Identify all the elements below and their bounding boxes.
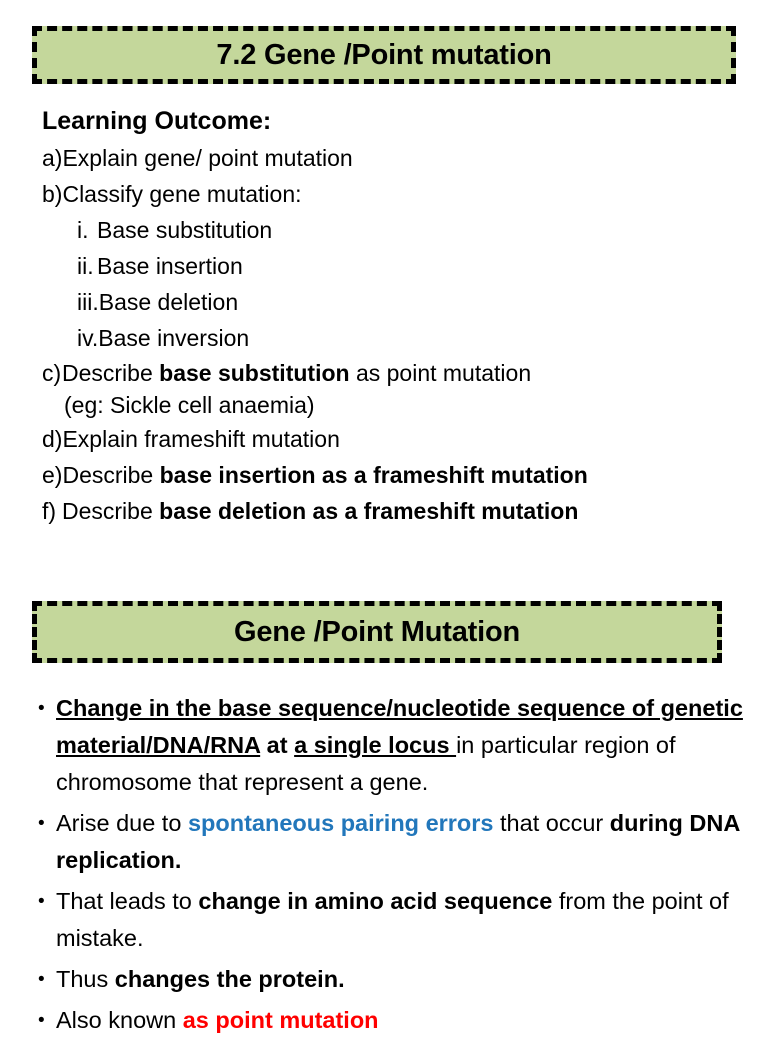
list-marker: b) xyxy=(42,181,63,207)
list-item-label: Base deletion xyxy=(98,289,239,315)
list-item-b: b)Classify gene mutation: xyxy=(42,176,742,212)
text-run: at xyxy=(260,732,295,758)
list-item-c: c) Describe base substitution as point m… xyxy=(42,356,742,390)
list-item: • Also known as point mutation xyxy=(38,1002,744,1039)
list-item-f: f) Describe base deletion as a frameshif… xyxy=(42,493,742,529)
bullet-point-icon: • xyxy=(38,1010,45,1031)
list-item-text-amino-acid-change: That leads to change in amino acid seque… xyxy=(56,883,744,957)
text-run: Arise due to xyxy=(56,810,188,836)
list-item-c-continuation: (eg: Sickle cell anaemia) xyxy=(64,392,315,418)
list-item-c-text: Describe base substitution as point muta… xyxy=(62,356,531,390)
list-item-d-text: Explain frameshift mutation xyxy=(62,426,340,452)
learning-outcome-heading: Learning Outcome: xyxy=(42,107,272,135)
text-run: from the point of mistake. xyxy=(56,888,729,951)
list-item-e-text: Describe base insertion as a frameshift … xyxy=(62,457,587,493)
list-item-label: Classify gene mutation: xyxy=(62,181,302,207)
list-item-text-arise-due-to: Arise due to spontaneous pairing errors … xyxy=(56,805,744,879)
list-marker-d: d) xyxy=(42,426,63,452)
text-run: changes the protein. xyxy=(114,966,345,992)
text-run: Change in the base sequence/nucleotide s… xyxy=(56,695,743,758)
list-item-text-changes-protein: Thus changes the protein. xyxy=(56,961,744,998)
text-run: a single locus xyxy=(294,732,457,758)
list-item-label: Base inversion xyxy=(98,325,250,351)
list-item-i: i. Base substitution xyxy=(42,212,742,248)
list-item-c-bold: base substitution xyxy=(159,360,350,386)
list-item-e-bold: base insertion as a frameshift mutation xyxy=(159,462,588,488)
list-item-ii: ii. Base insertion xyxy=(42,248,742,284)
bullet-point-icon: • xyxy=(38,698,45,719)
list-item-label: Base insertion xyxy=(97,253,243,279)
list-marker: iv. xyxy=(77,325,99,351)
text-run: That leads to xyxy=(56,888,199,914)
list-marker-f: f) xyxy=(42,498,57,524)
list-item-label: Explain gene/ point mutation xyxy=(62,145,353,171)
list-item: • Change in the base sequence/nucleotide … xyxy=(38,690,744,801)
list-item-label: Base substitution xyxy=(97,217,273,243)
list-item-text-definition: Change in the base sequence/nucleotide s… xyxy=(56,690,744,801)
page-title: 7.2 Gene /Point mutation xyxy=(216,38,552,71)
text-run: Thus xyxy=(56,966,115,992)
text-run: change in amino acid sequence xyxy=(198,888,553,914)
list-marker-c: c) xyxy=(42,360,62,386)
list-item-f-text: Describe base deletion as a frameshift m… xyxy=(62,493,578,529)
list-item-iv: iv. Base inversion xyxy=(42,320,742,356)
list-item-c-pre: Describe xyxy=(62,360,160,386)
list-marker: i. xyxy=(77,217,89,243)
list-item: • Thus changes the protein. xyxy=(38,961,744,998)
list-item-f-pre: Describe xyxy=(62,498,160,524)
list-item: • That leads to change in amino acid sequ… xyxy=(38,883,744,957)
list-item-iii: iii. Base deletion xyxy=(42,284,742,320)
list-item-e: e) Describe base insertion as a frameshi… xyxy=(42,457,742,493)
list-item-a: a)Explain gene/ point mutation xyxy=(42,140,742,176)
list-item-c-post: as point mutation xyxy=(349,360,532,386)
list-item-f-bold: base deletion as a frameshift mutation xyxy=(159,498,579,524)
list-item-d: d) Explain frameshift mutation xyxy=(42,421,742,457)
learning-outcome-section: Learning Outcome: a)Explain gene/ point … xyxy=(42,104,742,529)
section-title: Gene /Point Mutation xyxy=(234,615,520,648)
list-item-e-pre: Describe xyxy=(62,462,160,488)
list-marker: iii. xyxy=(77,289,99,315)
gene-mutation-bullet-list: • Change in the base sequence/nucleotide … xyxy=(38,690,744,1043)
slide-title-banner-bottom: Gene /Point Mutation xyxy=(32,601,722,663)
list-marker: ii. xyxy=(77,253,94,279)
text-run: as point mutation xyxy=(182,1007,379,1033)
text-run: that occur xyxy=(493,810,610,836)
list-marker-e: e) xyxy=(42,462,63,488)
text-run: in particular region of chromosome that … xyxy=(56,732,676,795)
list-item: • Arise due to spontaneous pairing errors… xyxy=(38,805,744,879)
text-run: Also known xyxy=(56,1007,183,1033)
bullet-point-icon: • xyxy=(38,969,45,990)
text-run: during DNA replication. xyxy=(56,810,740,873)
bullet-point-icon: • xyxy=(38,813,45,834)
bullet-point-icon: • xyxy=(38,891,45,912)
text-run: spontaneous pairing errors xyxy=(187,810,494,836)
slide-title-banner-top: 7.2 Gene /Point mutation xyxy=(32,26,736,84)
list-item-text-also-known-as: Also known as point mutation xyxy=(56,1002,744,1039)
list-marker: a) xyxy=(42,145,63,171)
